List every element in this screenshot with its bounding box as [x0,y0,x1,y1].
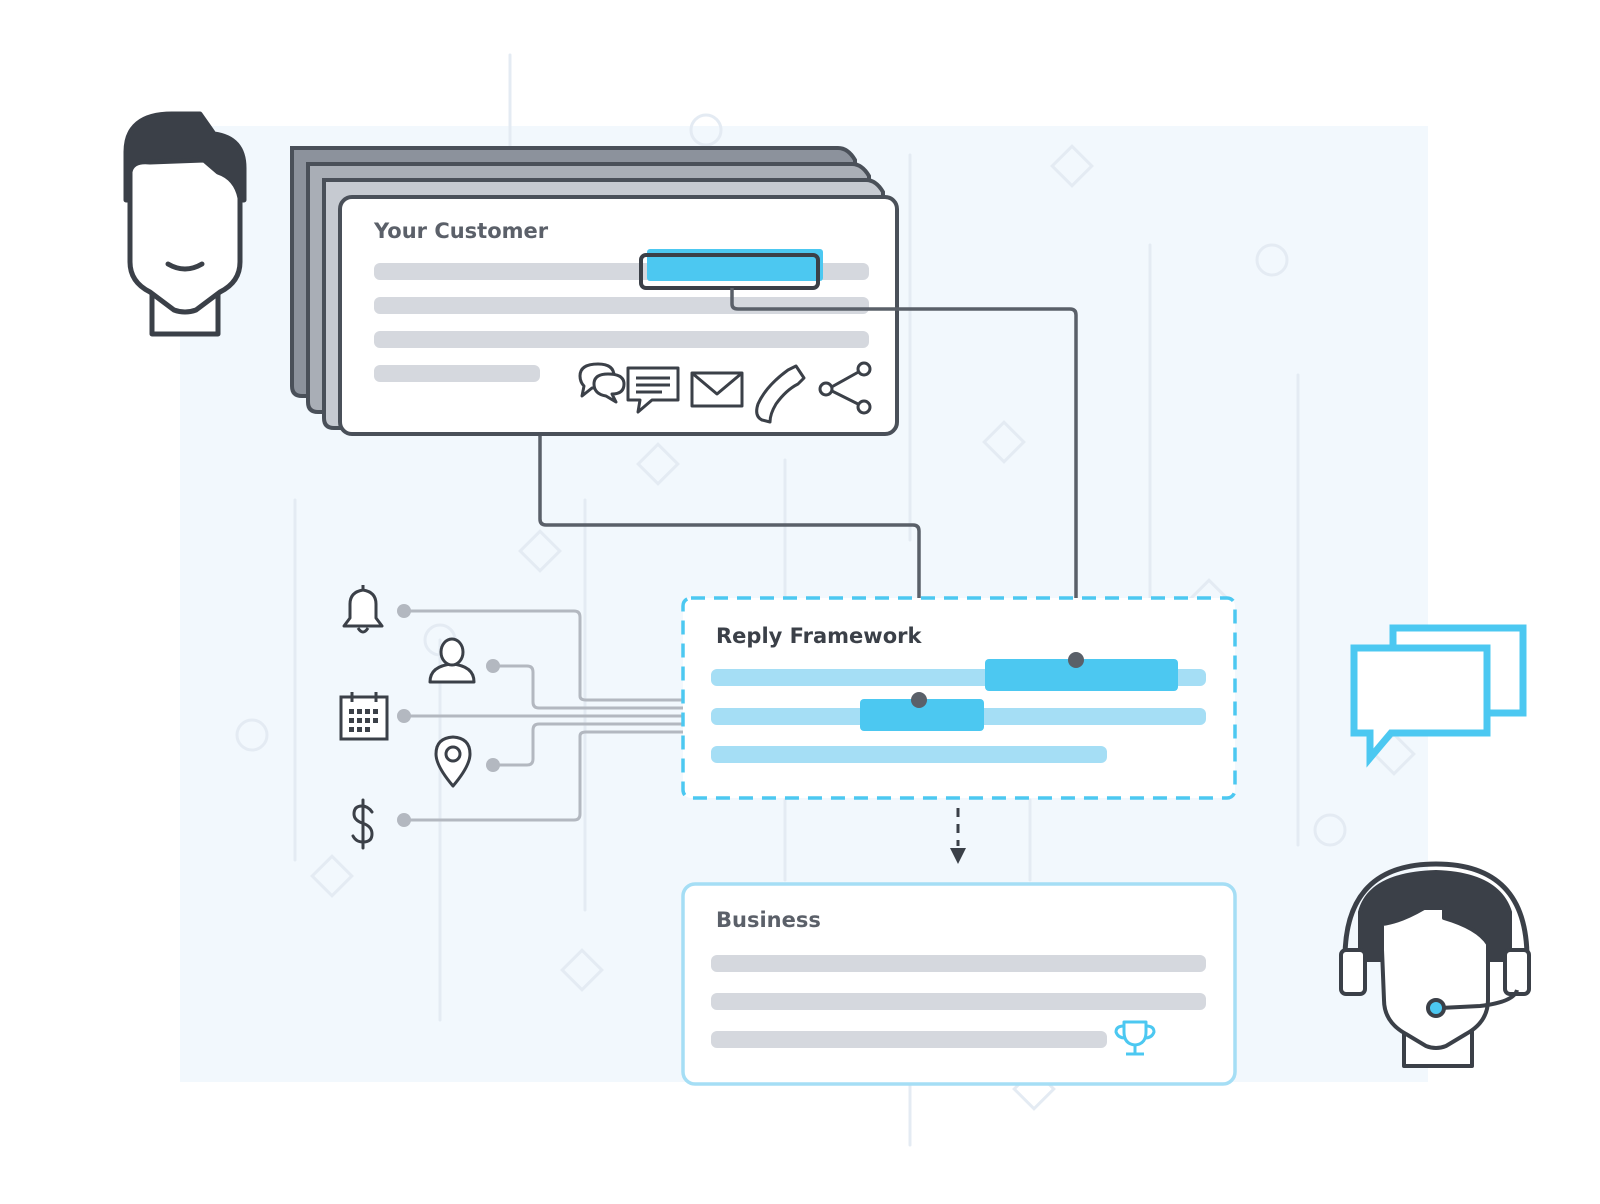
message-icon [626,366,680,414]
customer-card: Your Customer [338,195,899,436]
customer-highlight-frame [639,253,820,290]
share-icon [818,361,872,415]
speech-bubbles-icon [1350,624,1527,768]
reply-framework-title: Reply Framework [716,624,922,648]
reply-framework-card: Reply Framework [681,596,1237,800]
business-card: Business [681,882,1237,1086]
customer-connectors [538,288,1078,700]
customer-avatar-icon [123,111,247,337]
location-pin-icon [434,735,472,788]
calendar-icon [339,692,389,741]
trophy-icon [1114,1020,1156,1056]
support-agent-avatar-icon [1339,861,1531,1068]
input-connector-dots [397,604,500,827]
background-grid [293,53,1300,1147]
chat-bubbles-icon [578,362,626,404]
reply-highlight-customer-card [860,699,984,731]
reply-highlight-customer-field [985,659,1178,691]
user-icon [428,637,476,684]
email-icon [690,371,744,408]
phone-icon [755,364,806,424]
flow-arrow [950,808,966,864]
business-card-lines [711,955,1206,1048]
dollar-icon [351,798,374,850]
input-connectors [404,609,683,822]
business-title: Business [716,908,821,932]
customer-card-title: Your Customer [373,219,549,243]
bell-icon [342,585,384,634]
connector-endpoints [911,652,1084,708]
